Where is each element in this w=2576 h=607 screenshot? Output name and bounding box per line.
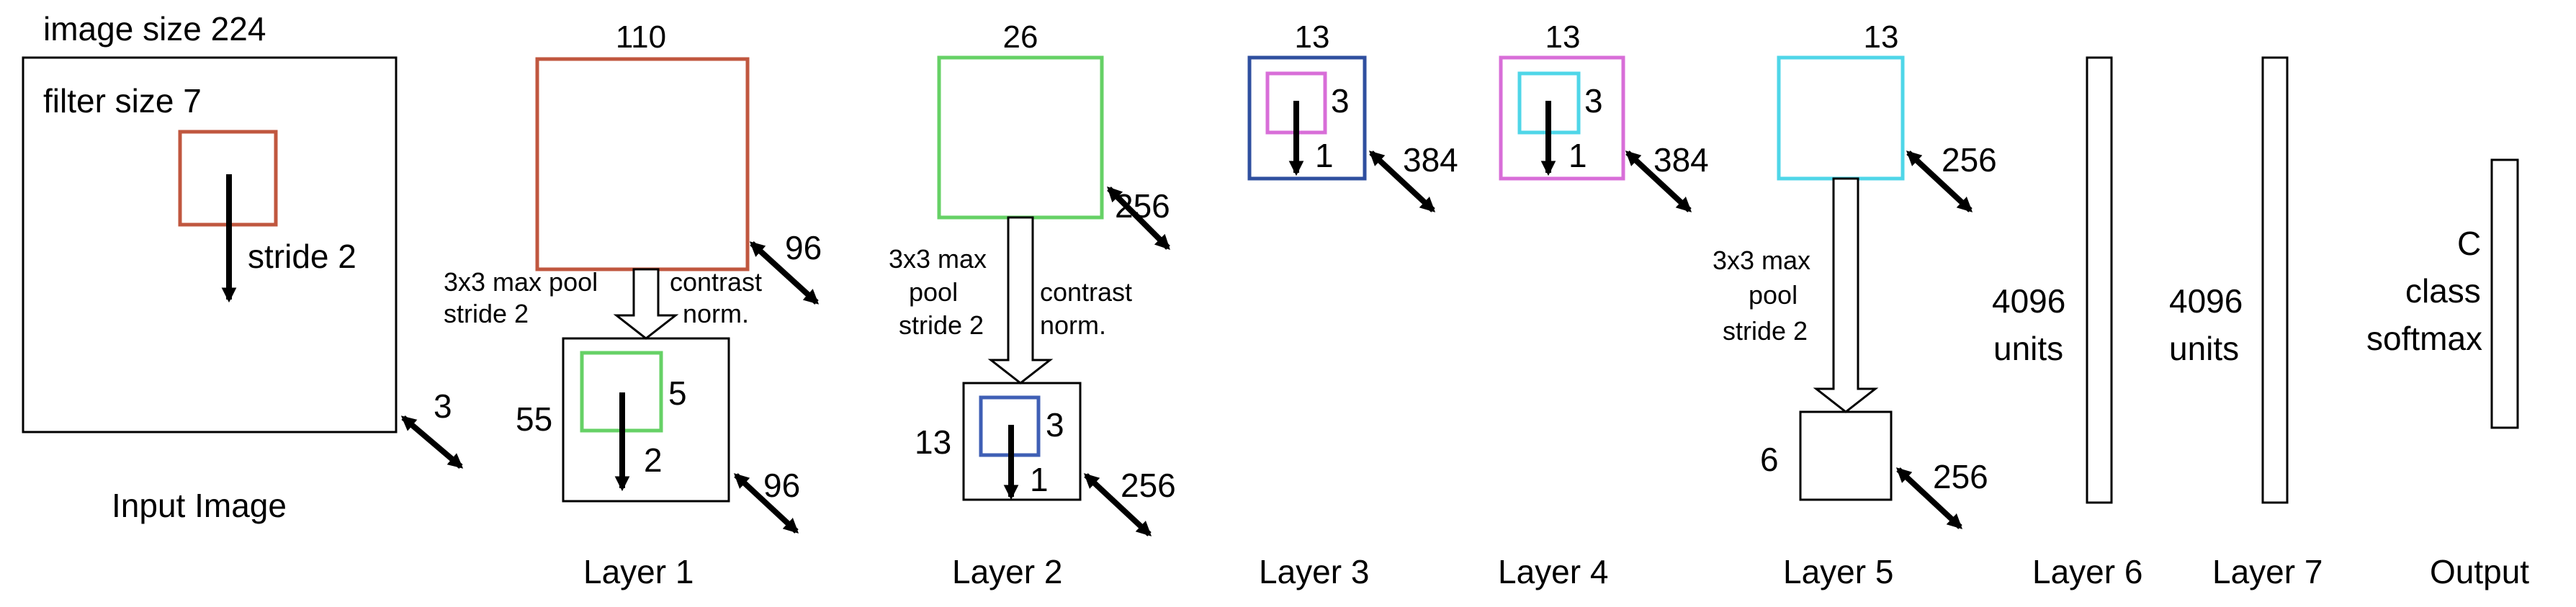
layer2-pooled-size: 13 [915,423,951,461]
layer6-units-line2: units [1993,330,2063,367]
layer5-size-label: 13 [1864,19,1899,55]
layer1-depth-arrow [749,241,820,305]
layer1-size-label: 110 [616,19,666,55]
layer1-name-label: Layer 1 [583,553,694,590]
layer1-depth-label: 96 [785,229,822,266]
layer2-filter-size: 3 [1046,406,1064,444]
layer5-pooled-depth: 256 [1933,458,1988,495]
input-name-label: Input Image [112,487,287,524]
layer2-pooled-map [962,382,1082,501]
layer1-pooled-depth: 96 [763,467,800,504]
layer2-norm-line2: norm. [1040,310,1106,340]
layer6-block: 4096 units Layer 6 [1992,56,2142,590]
layer5-pooled-size: 6 [1760,441,1779,478]
layer1-filter-size: 5 [668,374,687,412]
layer3-depth-label: 384 [1403,141,1458,179]
layer4-filter-size: 3 [1584,82,1603,120]
layer6-fc-bar [2086,56,2113,504]
layer5-pooled-depth-arrow [1895,467,1963,529]
input-stride-label: stride 2 [248,238,356,275]
layer2-pool-arrow [987,216,1054,385]
output-softmax-bar [2490,158,2519,429]
layer2-pooled-depth-arrow [1083,473,1152,536]
input-image-block: image size 224 filter size 7 stride 2 3 … [22,10,464,524]
layer1-norm-line2: norm. [683,299,749,328]
output-line2: class [2405,272,2481,310]
layer5-name-label: Layer 5 [1783,553,1893,590]
layer1-pool-arrow [613,268,679,340]
layer3-name-label: Layer 3 [1259,553,1369,590]
layer1-pooled-depth-arrow [733,473,799,534]
layer1-block: 110 96 3x3 max pool stride 2 contrast no… [444,19,822,590]
layer5-depth-arrow [1906,150,1973,212]
input-filter-label: filter size 7 [43,82,202,120]
layer4-block: 13 3 1 384 Layer 4 [1498,19,1709,590]
layer3-block: 13 3 1 384 Layer 3 [1247,19,1458,590]
layer4-stride-label: 1 [1569,137,1587,174]
layer5-block: 13 256 3x3 max pool stride 2 6 256 Layer… [1713,19,1997,590]
layer5-pool-line1: 3x3 max [1713,246,1810,275]
layer4-size-label: 13 [1545,19,1581,55]
layer7-fc-bar [2261,56,2289,504]
layer3-size-label: 13 [1295,19,1330,55]
layer5-pool-arrow [1813,177,1879,413]
layer6-units-line1: 4096 [1992,282,2065,320]
layer3-depth-arrow [1368,150,1436,212]
layer4-name-label: Layer 4 [1498,553,1608,590]
layer1-pool-line1: 3x3 max pool [444,267,598,297]
output-line3: softmax [2366,320,2482,357]
layer2-size-label: 26 [1003,19,1038,55]
layer3-filter-size: 3 [1331,82,1350,120]
layer7-name-label: Layer 7 [2212,553,2323,590]
layer1-pooled-map [562,337,730,503]
layer1-stride-label: 2 [644,441,663,479]
layer2-depth-arrow [1107,186,1170,250]
layer1-norm-line1: contrast [670,267,762,297]
layer2-pool-line1: 3x3 max [889,244,987,274]
layer2-norm-line1: contrast [1040,277,1132,307]
layer2-pool-line3: stride 2 [899,310,984,340]
layer2-block: 26 256 3x3 max pool stride 2 contrast no… [889,19,1176,590]
layer4-depth-arrow [1625,150,1692,212]
output-line1: C [2457,225,2481,262]
output-block: C class softmax Output [2366,158,2529,590]
layer2-feature-map [937,55,1104,220]
layer3-feature-map [1247,55,1367,181]
layer5-feature-map [1777,55,1905,181]
layer5-pooled-map [1799,410,1893,501]
layer5-pool-line2: pool [1749,280,1798,310]
layer6-name-label: Layer 6 [2032,553,2142,590]
layer7-units-line1: 4096 [2169,282,2243,320]
layer3-stride-label: 1 [1315,137,1334,174]
layer1-pool-line2: stride 2 [444,299,529,328]
layer2-stride-label: 1 [1030,461,1049,498]
layer2-name-label: Layer 2 [952,553,1062,590]
input-depth-label: 3 [434,387,452,425]
layer5-pool-line3: stride 2 [1723,316,1808,346]
layer2-pool-line2: pool [909,277,958,307]
layer5-depth-label: 256 [1942,141,1997,179]
input-depth-arrow [400,415,464,469]
input-image-box [22,56,398,433]
layer4-feature-map [1499,55,1625,181]
layer7-units-line2: units [2169,330,2239,367]
layer7-block: 4096 units Layer 7 [2169,56,2323,590]
input-size-label: image size 224 [43,10,266,48]
output-name-label: Output [2430,553,2529,590]
layer1-feature-map [535,57,750,271]
layer1-pooled-size: 55 [516,400,552,438]
layer2-pooled-depth: 256 [1121,467,1176,504]
layer4-depth-label: 384 [1653,141,1709,179]
